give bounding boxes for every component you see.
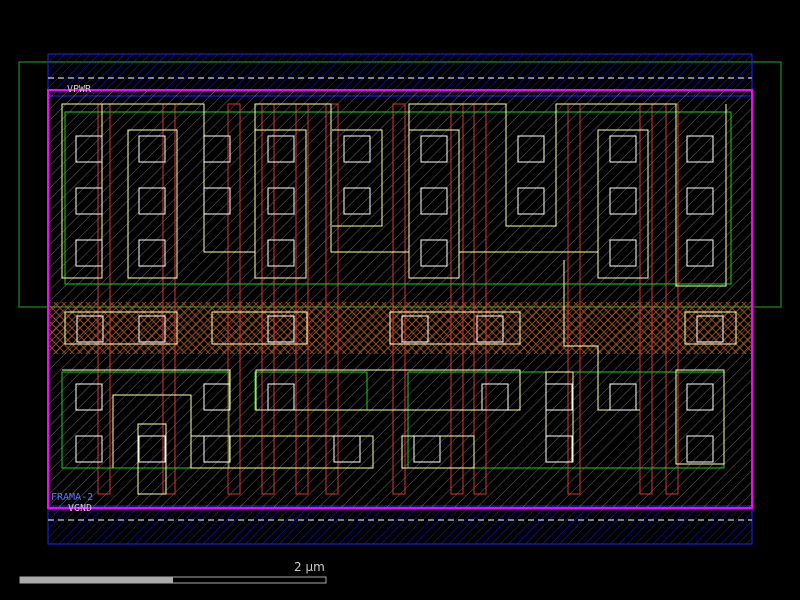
rail-taps bbox=[48, 77, 752, 521]
cell-name-label: FRAMA-2 bbox=[51, 492, 93, 503]
vpwr-label: VPWR bbox=[67, 84, 92, 95]
contacts bbox=[75, 135, 724, 463]
metal1-rails bbox=[47, 89, 753, 509]
metal2-rail-bottom bbox=[47, 505, 753, 545]
cell-body-hatch bbox=[48, 90, 752, 508]
vgnd-label: VGND bbox=[68, 503, 92, 514]
metal1-cell-boundary bbox=[47, 89, 753, 509]
scale-bar-fill bbox=[20, 577, 173, 583]
scale-label: 2 µm bbox=[294, 560, 325, 574]
npc-band bbox=[48, 302, 752, 354]
